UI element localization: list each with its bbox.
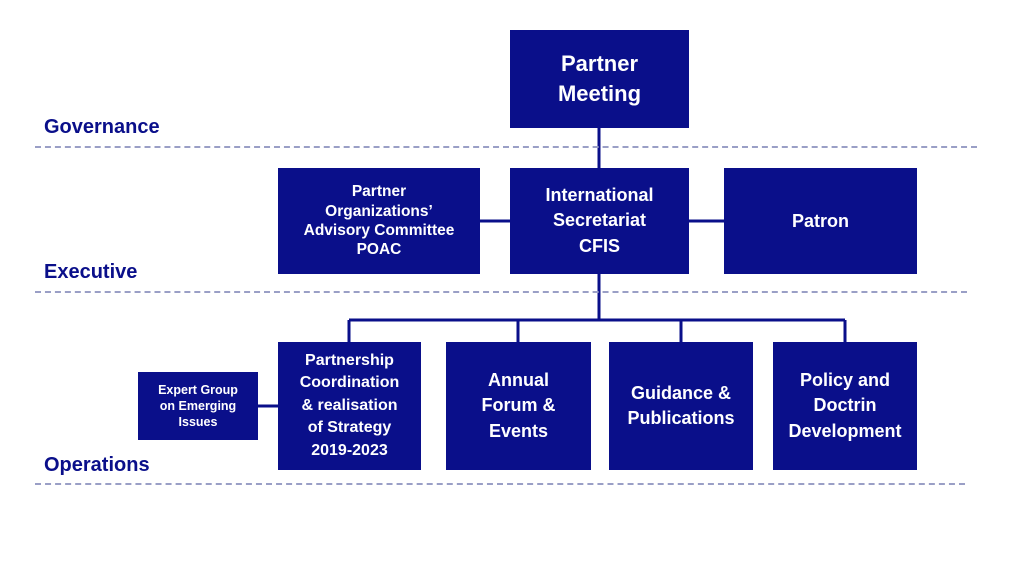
divider-operations — [35, 483, 965, 485]
box-annual-forum: Annual Forum & Events — [446, 342, 591, 470]
tier-label-operations: Operations — [44, 454, 150, 476]
box-patron: Patron — [724, 168, 917, 274]
box-guidance-publications: Guidance & Publications — [609, 342, 753, 470]
box-poac: Partner Organizations’ Advisory Committe… — [278, 168, 480, 274]
box-partnership-coordination: Partnership Coordination & realisation o… — [278, 342, 421, 470]
box-expert-group: Expert Group on Emerging Issues — [138, 372, 258, 440]
divider-executive — [35, 291, 967, 293]
box-partner-meeting: Partner Meeting — [510, 30, 689, 128]
tier-label-executive: Executive — [44, 261, 138, 283]
divider-governance — [35, 146, 977, 148]
tier-label-governance: Governance — [44, 116, 160, 138]
box-policy-doctrin: Policy and Doctrin Development — [773, 342, 917, 470]
box-international-secretariat: International Secretariat CFIS — [510, 168, 689, 274]
